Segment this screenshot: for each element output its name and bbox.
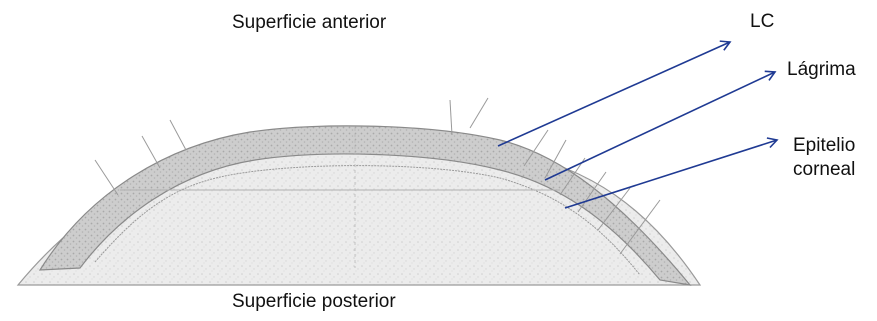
epitelio-corneal-label: Epitelio corneal [793, 134, 855, 182]
arrow-epitelio [565, 140, 777, 208]
epitelio-line-2: corneal [793, 158, 855, 182]
epitelio-line-1: Epitelio [793, 134, 855, 158]
anterior-surface-label: Superficie anterior [232, 11, 386, 35]
arrow-lc [498, 42, 730, 146]
arrow-lagrima [545, 72, 775, 180]
lc-label: LC [750, 10, 774, 34]
lagrima-label: Lágrima [787, 58, 856, 82]
posterior-surface-label: Superficie posterior [232, 290, 396, 314]
